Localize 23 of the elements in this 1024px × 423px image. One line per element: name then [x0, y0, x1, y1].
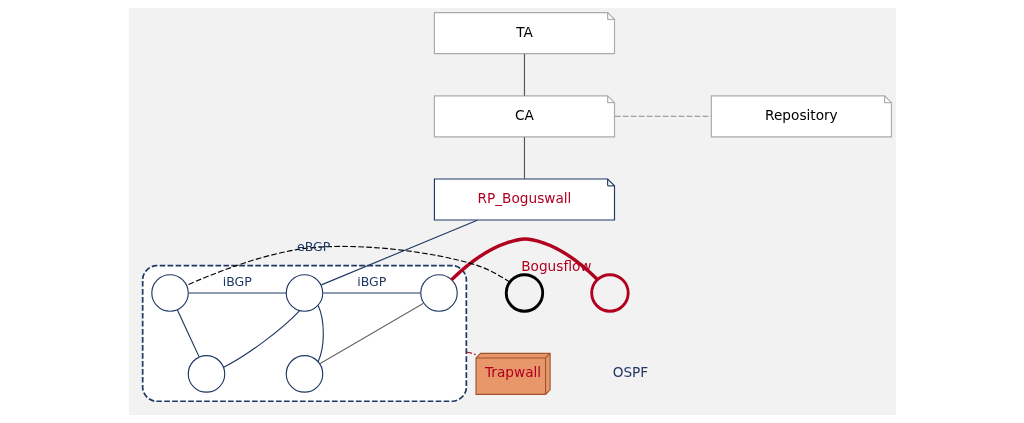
node-circle	[285, 274, 323, 312]
connector	[185, 245, 510, 286]
label: OSPF	[612, 364, 648, 381]
connector	[613, 115, 712, 117]
node-circle	[504, 273, 544, 313]
connector	[465, 351, 476, 356]
cluster	[141, 264, 467, 403]
node-circle	[187, 355, 225, 393]
node-circle	[589, 273, 630, 313]
connector	[523, 53, 525, 97]
connector	[176, 309, 200, 358]
connector	[317, 304, 324, 363]
connector	[523, 136, 525, 180]
connector	[320, 219, 478, 286]
connector	[187, 292, 287, 294]
node-circle	[285, 355, 323, 393]
connector	[318, 302, 424, 365]
connector	[222, 310, 300, 368]
connector	[322, 292, 421, 294]
edge-label: iBGP	[222, 273, 252, 289]
node-circle	[419, 274, 458, 312]
node-circle	[150, 274, 189, 312]
edge-label: iBGP	[356, 273, 386, 289]
